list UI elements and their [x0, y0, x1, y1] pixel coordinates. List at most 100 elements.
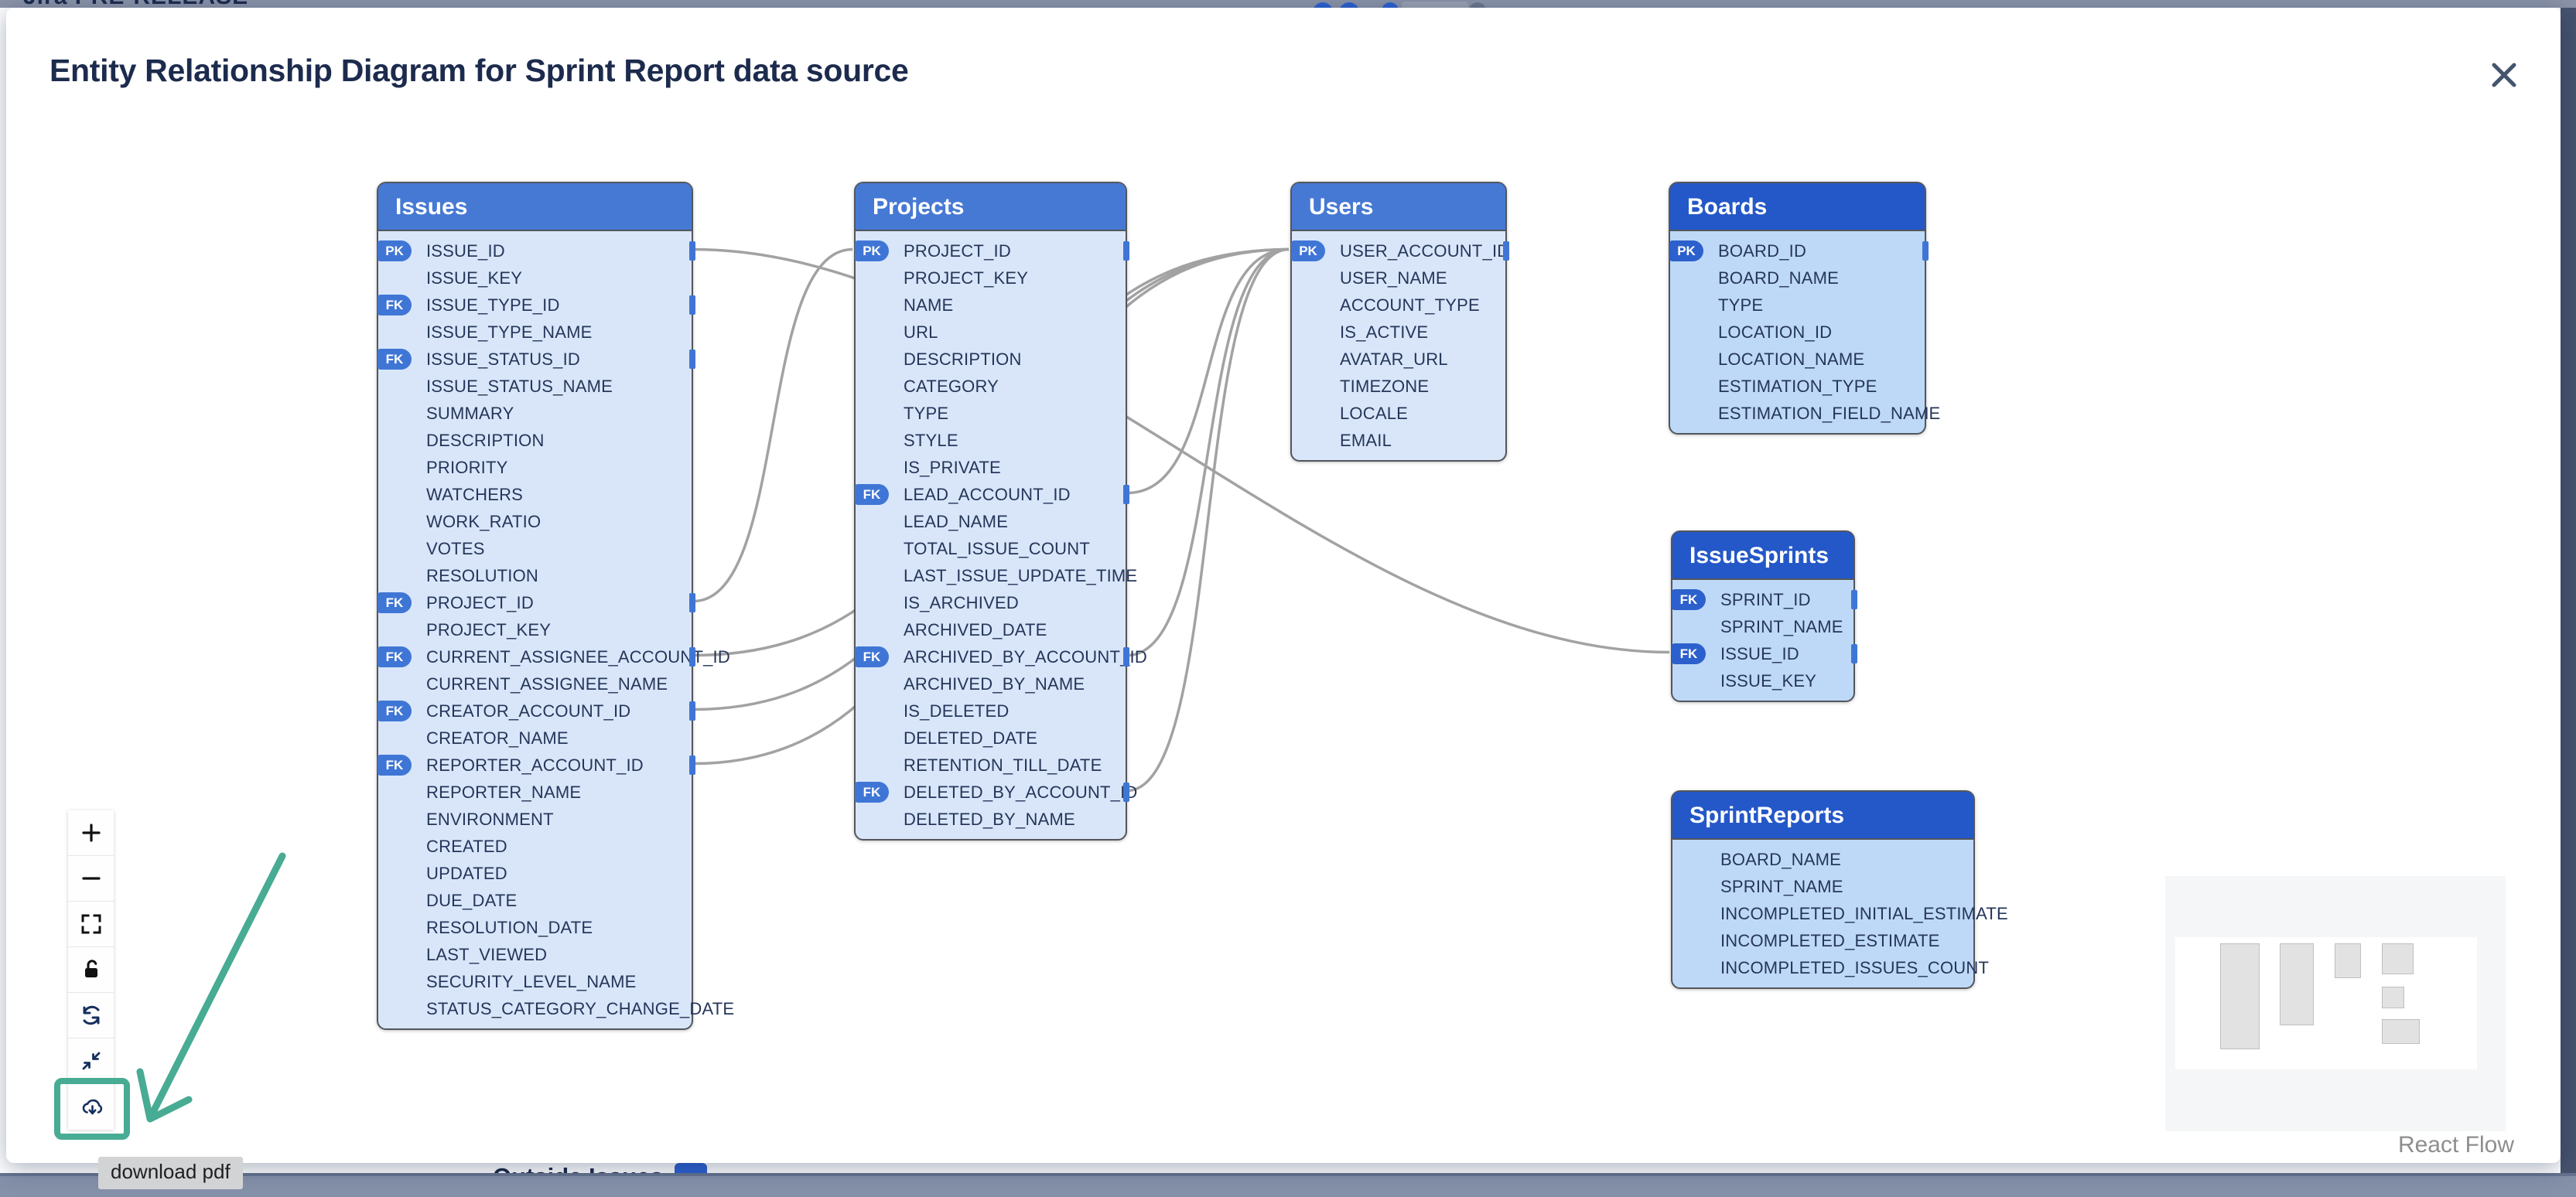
download-pdf-button[interactable] [68, 1084, 114, 1130]
field-row: IS_ARCHIVED [856, 589, 1126, 616]
minimap-node-users [2334, 943, 2362, 978]
minimap[interactable] [2165, 876, 2506, 1131]
field-label: UPDATED [426, 864, 507, 883]
minimap-node-boards [2381, 943, 2414, 975]
field-label: CURRENT_ASSIGNEE_NAME [426, 674, 668, 694]
pk-key-badge: PK [378, 240, 412, 261]
field-label: ESTIMATION_FIELD_NAME [1718, 404, 1941, 423]
zoom-out-button[interactable] [68, 856, 114, 902]
field-row: RESOLUTION [378, 562, 692, 589]
field-label: ISSUE_ID [1720, 644, 1799, 663]
connection-handle[interactable] [689, 295, 695, 315]
field-row: ESTIMATION_TYPE [1670, 373, 1925, 400]
connection-handle[interactable] [1851, 590, 1857, 609]
zoom-in-button[interactable] [68, 810, 114, 856]
background-avatar-fragment [1339, 2, 1359, 8]
field-label: SECURITY_LEVEL_NAME [426, 972, 637, 991]
connection-handle[interactable] [1851, 644, 1857, 663]
field-label: DELETED_BY_ACCOUNT_ID [904, 783, 1138, 802]
connection-handle[interactable] [689, 593, 695, 612]
field-row: LEAD_NAME [856, 508, 1126, 535]
connection-handle[interactable] [689, 701, 695, 721]
fk-key-badge: FK [1672, 643, 1706, 664]
field-row: FK ISSUE_STATUS_ID [378, 346, 695, 373]
close-button[interactable] [2482, 53, 2526, 97]
field-row: REPORTER_NAME [378, 779, 692, 806]
field-label: INCOMPLETED_ESTIMATE [1720, 931, 1940, 950]
connection-handle[interactable] [689, 241, 695, 261]
field-label: SUMMARY [426, 404, 514, 423]
field-row: FK ISSUE_ID [1672, 640, 1857, 667]
field-label: SPRINT_NAME [1720, 617, 1843, 636]
field-label: CREATOR_NAME [426, 728, 569, 748]
field-label: LOCATION_NAME [1718, 350, 1865, 369]
connection-handle[interactable] [1123, 241, 1129, 261]
field-label: EMAIL [1340, 431, 1392, 450]
field-label: CURRENT_ASSIGNEE_ACCOUNT_ID [426, 647, 730, 667]
field-label: AVATAR_URL [1340, 350, 1448, 369]
field-label: BOARD_NAME [1718, 268, 1840, 288]
field-label: ISSUE_KEY [426, 268, 523, 288]
fk-key-badge: FK [378, 701, 412, 721]
field-row: PRIORITY [378, 454, 692, 481]
connection-handle[interactable] [689, 350, 695, 369]
fk-key-badge: FK [378, 349, 412, 370]
field-label: BOARD_NAME [1720, 850, 1842, 869]
field-label: ISSUE_KEY [1720, 671, 1817, 691]
field-row: CATEGORY [856, 373, 1126, 400]
background-app-title: Jira PRE-RELEASE [23, 0, 248, 8]
connection-handle[interactable] [1503, 241, 1509, 261]
flow-controls [68, 810, 114, 1130]
field-label: NAME [904, 295, 954, 315]
field-row: URL [856, 319, 1126, 346]
field-label: LAST_VIEWED [426, 945, 548, 964]
connection-handle[interactable] [1123, 647, 1129, 667]
fit-view-button[interactable] [68, 902, 114, 947]
lock-button[interactable] [68, 947, 114, 993]
react-flow-attribution: React Flow [2397, 1132, 2514, 1158]
fit-view-icon [81, 914, 101, 934]
fk-key-badge: FK [378, 295, 412, 315]
field-label: RETENTION_TILL_DATE [904, 755, 1102, 775]
field-row: DELETED_DATE [856, 725, 1126, 752]
connection-handle[interactable] [689, 755, 695, 775]
connection-handle[interactable] [1123, 485, 1129, 504]
fk-key-badge: FK [378, 592, 412, 613]
minimap-node-projects [2280, 943, 2314, 1025]
close-icon [2492, 63, 2516, 87]
field-label: LEAD_ACCOUNT_ID [904, 485, 1071, 504]
field-label: ISSUE_ID [426, 241, 505, 261]
field-row: TIMEZONE [1292, 373, 1505, 400]
download-pdf-tooltip: download pdf [98, 1157, 243, 1189]
field-row: ARCHIVED_BY_NAME [856, 670, 1126, 697]
entity-title: Projects [856, 183, 1126, 231]
field-row: SPRINT_NAME [1672, 613, 1853, 640]
plus-icon [81, 824, 101, 842]
field-row: PK ISSUE_ID [378, 237, 695, 264]
connection-handle[interactable] [689, 647, 695, 667]
field-row: TYPE [1670, 292, 1925, 319]
background-top-bar: Jira PRE-RELEASE [0, 0, 2576, 8]
field-row: ARCHIVED_DATE [856, 616, 1126, 643]
connection-handle[interactable] [1123, 783, 1129, 802]
connection-handle[interactable] [1922, 241, 1929, 261]
field-row: STYLE [856, 427, 1126, 454]
field-label: USER_NAME [1340, 268, 1447, 288]
field-label: ISSUE_STATUS_ID [426, 350, 581, 369]
collapse-button[interactable] [68, 1038, 114, 1084]
field-row: ISSUE_KEY [378, 264, 692, 292]
pk-key-badge: PK [855, 240, 889, 261]
fk-key-badge: FK [855, 646, 889, 667]
field-label: RESOLUTION [426, 566, 539, 585]
refresh-button[interactable] [68, 993, 114, 1038]
